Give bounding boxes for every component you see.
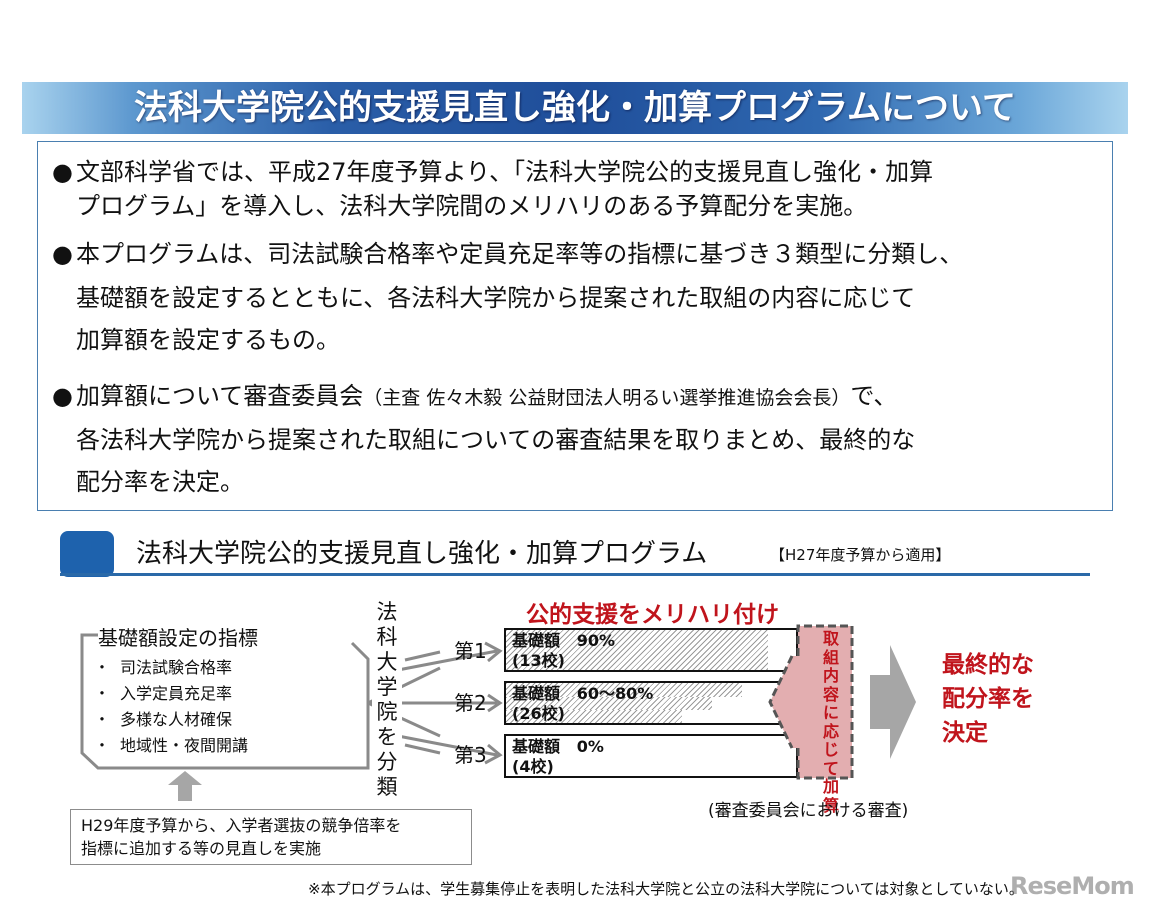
footnote: ※本プログラムは、学生募集停止を表明した法科大学院と公立の法科大学院については対… — [308, 880, 1024, 898]
up-arrow-icon — [168, 771, 202, 801]
title-banner: 法科大学院公的支援見直し強化・加算プログラムについて — [22, 82, 1128, 134]
bullet-line-first: 加算額について審査委員会（主査 佐々木毅 公益財団法人明るい選挙推進協会会長）で… — [76, 380, 897, 414]
bar-school-count: (13校) — [512, 651, 565, 670]
tier-bar-1: 基礎額 90% (13校) — [504, 628, 798, 672]
committee-chair-note: （主査 佐々木毅 公益財団法人明るい選挙推進協会会長） — [363, 387, 851, 409]
add-on-arrow-shape — [768, 624, 854, 780]
page-title: 法科大学院公的支援見直し強化・加算プログラムについて — [134, 88, 1016, 128]
bullet-line: 本プログラムは、司法試験合格率や定員充足率等の指標に基づき３類型に分類し、 — [76, 240, 964, 268]
bullet-line: 各法科大学院から提案された取組についての審査結果を取りまとめ、最終的な — [76, 426, 916, 454]
indicator-title: 基礎額設定の指標 — [98, 626, 258, 650]
bullet-marker: ● — [52, 158, 73, 186]
tier-label-1: 第1 — [454, 639, 487, 663]
bullet-marker: ● — [52, 240, 73, 268]
right-arrow-icon — [870, 645, 916, 759]
summary-box: ● 文部科学省では、平成27年度予算より、「法科大学院公的支援見直し強化・加算 … — [37, 141, 1113, 511]
tier-bar-3: 基礎額 0% (4校) — [504, 734, 798, 778]
tier-label-3: 第3 — [454, 743, 487, 767]
review-note: (審査委員会における審査) — [708, 801, 909, 821]
merihari-heading: 公的支援をメリハリ付け — [526, 602, 779, 628]
bullet-marker: ● — [52, 382, 73, 410]
tier-label-2: 第2 — [454, 691, 487, 715]
bar-school-count: (26校) — [512, 704, 565, 723]
classify-label: 法科大学院を分類 — [372, 600, 402, 800]
indicator-item: ・地域性・夜間開講 — [94, 736, 249, 755]
watermark-logo: ReseMom — [1010, 872, 1135, 900]
bar-base-rate: 基礎額 60〜80% — [512, 684, 654, 703]
bullet-line: 配分率を決定。 — [76, 468, 244, 496]
bar-base-rate: 基礎額 90% — [512, 631, 616, 650]
section-marker-icon — [60, 531, 114, 577]
indicator-box-outline — [80, 633, 503, 770]
base-amount-fill — [506, 697, 712, 710]
bullet-line: プログラム」を導入し、法科大学院間のメリハリのある予算配分を実施。 — [76, 192, 868, 220]
indicator-item: ・司法試験合格率 — [94, 658, 233, 677]
bullet-line: 加算額を設定するもの。 — [76, 326, 340, 354]
bullet-text: で、 — [850, 382, 898, 410]
section-tag: 【H27年度予算から適用】 — [770, 546, 951, 564]
bullet-text: 加算額について審査委員会 — [76, 382, 364, 410]
base-amount-fill — [506, 683, 742, 697]
section-underline — [60, 573, 1090, 576]
h29-revision-note: H29年度予算から、入学者選抜の競争倍率を 指標に追加する等の見直しを実施 — [70, 809, 472, 865]
bullet-line: 基礎額を設定するとともに、各法科大学院から提案された取組の内容に応じて — [76, 284, 916, 312]
bar-base-rate: 基礎額 0% — [512, 737, 604, 756]
indicator-item: ・多様な人材確保 — [94, 710, 233, 729]
bar-school-count: (4校) — [512, 757, 554, 776]
tier-bar-2: 基礎額 60〜80% (26校) — [504, 681, 798, 725]
indicator-item: ・入学定員充足率 — [94, 684, 233, 703]
base-amount-fill — [506, 630, 768, 670]
bullet-line: 文部科学省では、平成27年度予算より、「法科大学院公的支援見直し強化・加算 — [76, 158, 934, 186]
add-on-label: 取組内容に応じて加算 — [822, 629, 839, 815]
base-amount-fill — [506, 710, 682, 723]
final-decision-label: 最終的な 配分率を 決定 — [942, 652, 1034, 746]
section-title: 法科大学院公的支援見直し強化・加算プログラム — [136, 539, 708, 569]
